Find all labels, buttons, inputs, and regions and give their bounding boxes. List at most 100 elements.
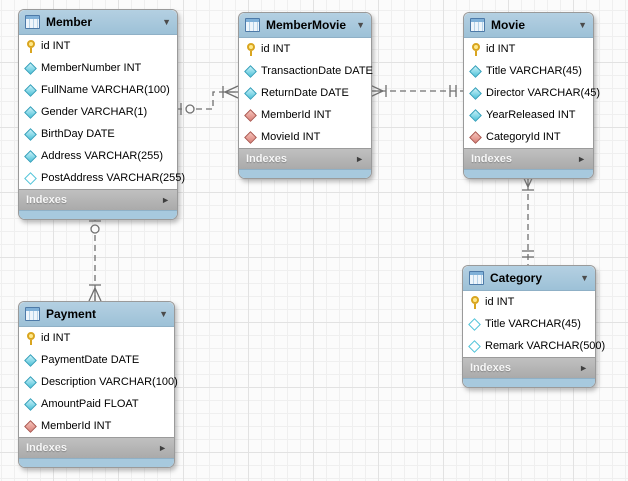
foreign-key-icon: [469, 130, 482, 144]
table-footer-strip: [19, 458, 174, 467]
table-footer-strip: [239, 169, 371, 178]
column-row[interactable]: Address VARCHAR(255): [19, 145, 177, 167]
column-row[interactable]: id INT: [464, 38, 593, 60]
table-icon: [470, 18, 485, 32]
indexes-label: Indexes: [471, 153, 512, 165]
column-row[interactable]: id INT: [19, 327, 174, 349]
expand-arrow-icon[interactable]: ►: [579, 362, 588, 373]
column-row[interactable]: TransactionDate DATE: [239, 60, 373, 82]
column-row[interactable]: MemberId INT: [19, 415, 174, 437]
column-row[interactable]: PaymentDate DATE: [19, 349, 174, 371]
column-name: id INT: [41, 332, 71, 344]
column-row[interactable]: Gender VARCHAR(1): [19, 101, 177, 123]
column-name: id INT: [486, 43, 516, 55]
column-name: YearReleased INT: [486, 109, 576, 121]
indexes-bar[interactable]: Indexes ►: [464, 148, 593, 169]
column-row[interactable]: AmountPaid FLOAT: [19, 393, 174, 415]
table-icon: [25, 307, 40, 321]
attribute-notnull-icon: [24, 397, 37, 411]
column-row[interactable]: BirthDay DATE: [19, 123, 177, 145]
column-name: AmountPaid FLOAT: [41, 398, 139, 410]
primary-key-icon: [26, 39, 35, 53]
expand-arrow-icon[interactable]: ►: [355, 153, 364, 164]
table-title: MemberMovie: [266, 18, 347, 32]
attribute-notnull-icon: [24, 83, 37, 97]
indexes-label: Indexes: [26, 442, 67, 454]
column-row[interactable]: CategoryId INT: [464, 126, 593, 148]
collapse-arrow-icon[interactable]: ▼: [159, 308, 168, 319]
table-membermovie[interactable]: MemberMovie ▼ id INT TransactionDate DAT…: [238, 12, 373, 179]
column-name: id INT: [485, 296, 515, 308]
column-name: MemberId INT: [261, 109, 332, 121]
column-row[interactable]: Title VARCHAR(45): [463, 313, 595, 335]
primary-key-icon: [246, 42, 255, 56]
table-category[interactable]: Category ▼ id INT Title VARCHAR(45) Rema…: [462, 265, 605, 388]
column-row[interactable]: Title VARCHAR(45): [464, 60, 593, 82]
attribute-notnull-icon: [24, 105, 37, 119]
indexes-bar[interactable]: Indexes ►: [19, 437, 174, 458]
collapse-arrow-icon[interactable]: ▼: [580, 272, 589, 283]
table-member[interactable]: Member ▼ id INT MemberNumber INT FullNam…: [18, 9, 185, 220]
table-icon: [245, 18, 260, 32]
column-name: Director VARCHAR(45): [486, 87, 601, 99]
column-name: PaymentDate DATE: [41, 354, 140, 366]
table-title: Movie: [491, 18, 526, 32]
collapse-arrow-icon[interactable]: ▼: [162, 16, 171, 27]
column-row[interactable]: ReturnDate DATE: [239, 82, 371, 104]
column-name: Title VARCHAR(45): [486, 65, 582, 77]
column-row[interactable]: Director VARCHAR(45): [464, 82, 600, 104]
relationship-movie-category[interactable]: [521, 173, 535, 265]
column-row[interactable]: MemberId INT: [239, 104, 371, 126]
table-header[interactable]: Movie ▼: [464, 13, 593, 38]
column-row[interactable]: PostAddress VARCHAR(255): [19, 167, 185, 189]
table-title: Category: [490, 271, 543, 285]
column-name: Description VARCHAR(100): [41, 376, 178, 388]
column-list: id INT PaymentDate DATE Description VARC…: [19, 327, 178, 437]
column-row[interactable]: FullName VARCHAR(100): [19, 79, 177, 101]
attribute-nullable-icon: [24, 171, 37, 185]
collapse-arrow-icon[interactable]: ▼: [578, 19, 587, 30]
table-title: Member: [46, 15, 93, 29]
column-name: id INT: [41, 40, 71, 52]
expand-arrow-icon[interactable]: ►: [158, 442, 167, 453]
table-header[interactable]: Category ▼: [463, 266, 595, 291]
relationship-member-membermovie[interactable]: [176, 85, 239, 115]
column-name: CategoryId INT: [486, 131, 561, 143]
primary-key-icon: [470, 295, 479, 309]
table-title: Payment: [46, 307, 97, 321]
column-row[interactable]: MemberNumber INT: [19, 57, 177, 79]
table-icon: [469, 271, 484, 285]
relationship-membermovie-movie[interactable]: [369, 84, 463, 98]
attribute-nullable-icon: [468, 339, 481, 353]
relationship-member-payment[interactable]: [88, 215, 102, 302]
foreign-key-icon: [24, 419, 37, 433]
table-payment[interactable]: Payment ▼ id INT PaymentDate DATE Descri…: [18, 301, 178, 468]
column-row[interactable]: Remark VARCHAR(500): [463, 335, 605, 357]
table-header[interactable]: Payment ▼: [19, 302, 174, 327]
column-row[interactable]: id INT: [239, 38, 371, 60]
column-list: id INT Title VARCHAR(45) Director VARCHA…: [464, 38, 600, 148]
column-row[interactable]: YearReleased INT: [464, 104, 593, 126]
column-row[interactable]: Description VARCHAR(100): [19, 371, 178, 393]
column-name: id INT: [261, 43, 291, 55]
attribute-nullable-icon: [468, 317, 481, 331]
indexes-bar[interactable]: Indexes ►: [19, 189, 177, 210]
column-row[interactable]: id INT: [463, 291, 595, 313]
table-header[interactable]: MemberMovie ▼: [239, 13, 371, 38]
table-header[interactable]: Member ▼: [19, 10, 177, 35]
expand-arrow-icon[interactable]: ►: [577, 153, 586, 164]
column-name: Address VARCHAR(255): [41, 150, 164, 162]
attribute-notnull-icon: [24, 61, 37, 75]
column-row[interactable]: id INT: [19, 35, 177, 57]
attribute-notnull-icon: [24, 353, 37, 367]
attribute-notnull-icon: [24, 127, 37, 141]
indexes-bar[interactable]: Indexes ►: [239, 148, 371, 169]
column-list: id INT MemberNumber INT FullName VARCHAR…: [19, 35, 185, 189]
indexes-bar[interactable]: Indexes ►: [463, 357, 595, 378]
expand-arrow-icon[interactable]: ►: [161, 194, 170, 205]
collapse-arrow-icon[interactable]: ▼: [356, 19, 365, 30]
column-list: id INT TransactionDate DATE ReturnDate D…: [239, 38, 373, 148]
table-movie[interactable]: Movie ▼ id INT Title VARCHAR(45) Directo…: [463, 12, 600, 179]
column-row[interactable]: MovieId INT: [239, 126, 371, 148]
